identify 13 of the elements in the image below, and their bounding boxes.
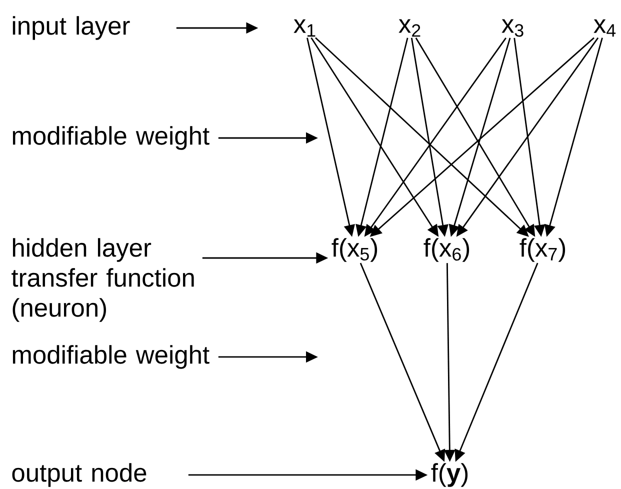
input-variable: x$_{2}$ <box>398 19 420 37</box>
layer-label: modifiable weight <box>12 345 210 369</box>
layer-label: hidden layer transfer function (neuron) <box>12 238 194 322</box>
input-variable: x$_{4}$ <box>594 19 616 37</box>
layer-label: input layer <box>12 16 130 40</box>
neuron-label: f(x$_{5}$) <box>332 238 378 262</box>
layer-label: output node <box>12 463 146 487</box>
input-variable: x$_{3}$ <box>502 19 524 37</box>
layer-label: modifiable weight <box>12 126 210 150</box>
neuron-label: f(x$_{7}$) <box>520 238 566 262</box>
output-label: f(y) <box>431 463 468 487</box>
input-variable: x$_{1}$ <box>294 19 316 37</box>
neuron-label: f(x$_{6}$) <box>424 238 470 262</box>
